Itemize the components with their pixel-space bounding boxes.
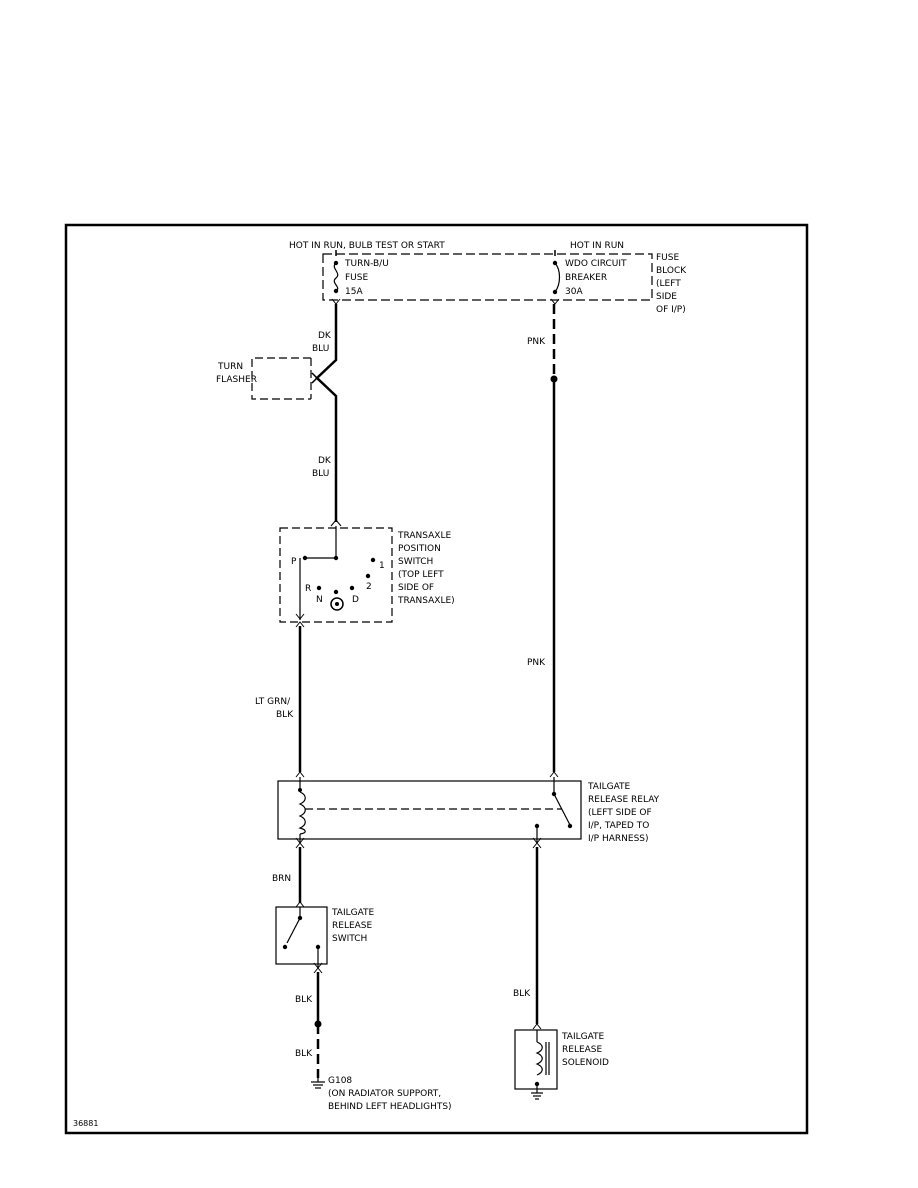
wire-blk-ground: BLK BLK [295, 967, 323, 1078]
svg-text:DK: DK [318, 456, 332, 466]
wire-lt-grn-blk: LT GRN/ BLK [255, 621, 305, 772]
wdo-circuit-breaker: WDO CIRCUIT BREAKER 30A [550, 259, 627, 305]
svg-text:POSITION: POSITION [398, 544, 441, 554]
svg-text:G108: G108 [328, 1076, 352, 1086]
svg-text:BRN: BRN [272, 874, 291, 884]
svg-text:OF I/P): OF I/P) [656, 305, 686, 315]
pos-n: N [316, 595, 323, 605]
svg-text:RELEASE RELAY: RELEASE RELAY [588, 795, 660, 805]
svg-text:BREAKER: BREAKER [565, 273, 607, 283]
svg-text:SIDE OF: SIDE OF [398, 583, 434, 593]
svg-text:PNK: PNK [527, 658, 546, 668]
svg-text:BLU: BLU [312, 469, 329, 479]
svg-text:TAILGATE: TAILGATE [561, 1032, 605, 1042]
svg-text:SIDE: SIDE [656, 292, 677, 302]
svg-text:30A: 30A [565, 287, 583, 297]
figure-id: 36881 [73, 1119, 98, 1128]
fuse-block-label: FUSE BLOCK (LEFT SIDE OF I/P) [656, 253, 687, 315]
wire-dk-blu: DK BLU DK BLU [312, 304, 338, 522]
svg-text:BLU: BLU [312, 344, 329, 354]
svg-text:(LEFT: (LEFT [656, 279, 681, 289]
svg-text:BLK: BLK [276, 710, 294, 720]
svg-text:TRANSAXLE): TRANSAXLE) [397, 596, 455, 606]
transaxle-position-switch: P R N D 2 1 TRANSAXLE POSITION SWITCH (T… [279, 519, 455, 623]
diagram-frame [64, 223, 809, 1135]
svg-text:TAILGATE: TAILGATE [587, 782, 631, 792]
svg-text:DK: DK [318, 331, 332, 341]
svg-text:(ON RADIATOR SUPPORT,: (ON RADIATOR SUPPORT, [328, 1089, 441, 1099]
svg-text:I/P, TAPED TO: I/P, TAPED TO [588, 821, 649, 831]
svg-text:BLK: BLK [295, 995, 313, 1005]
svg-text:TAILGATE: TAILGATE [331, 908, 375, 918]
svg-text:BLK: BLK [513, 989, 531, 999]
svg-text:SOLENOID: SOLENOID [562, 1058, 609, 1068]
svg-text:LT GRN/: LT GRN/ [255, 697, 291, 707]
selector-pivot [330, 597, 344, 611]
pos-1: 1 [379, 561, 385, 571]
wire-brn: BRN [272, 842, 305, 903]
turn-flasher: TURN FLASHER [216, 357, 323, 400]
svg-text:WDO CIRCUIT: WDO CIRCUIT [565, 259, 627, 269]
svg-text:FUSE: FUSE [345, 273, 368, 283]
hot-label-left: HOT IN RUN, BULB TEST OR START [289, 241, 445, 251]
svg-text:BEHIND LEFT HEADLIGHTS): BEHIND LEFT HEADLIGHTS) [328, 1102, 452, 1112]
pos-d: D [352, 595, 359, 605]
ground-g108: G108 (ON RADIATOR SUPPORT, BEHIND LEFT H… [311, 1076, 452, 1112]
fuse-block: HOT IN RUN, BULB TEST OR START HOT IN RU… [289, 241, 687, 315]
svg-text:BLOCK: BLOCK [656, 266, 687, 276]
wire-pnk: PNK PNK [527, 304, 558, 772]
svg-text:SWITCH: SWITCH [398, 557, 433, 567]
svg-text:(LEFT SIDE OF: (LEFT SIDE OF [588, 808, 652, 818]
svg-text:FUSE: FUSE [656, 253, 679, 263]
svg-text:RELEASE: RELEASE [562, 1045, 603, 1055]
pos-p: P [291, 557, 297, 567]
tailgate-release-solenoid: TAILGATE RELEASE SOLENOID [514, 1023, 609, 1100]
svg-text:FLASHER: FLASHER [216, 375, 257, 385]
svg-text:TURN-B/U: TURN-B/U [344, 259, 389, 269]
svg-text:TRANSAXLE: TRANSAXLE [397, 531, 451, 541]
wire-blk-solenoid: BLK [513, 842, 542, 1024]
pos-2: 2 [366, 582, 372, 592]
svg-text:I/P HARNESS): I/P HARNESS) [588, 834, 649, 844]
svg-text:TURN: TURN [217, 362, 243, 372]
pos-r: R [305, 584, 311, 594]
fuse-block-outline [322, 253, 653, 301]
turn-bu-fuse: TURN-B/U FUSE 15A [331, 259, 389, 305]
tailgate-release-switch: TAILGATE RELEASE SWITCH [275, 901, 375, 969]
svg-text:SWITCH: SWITCH [332, 934, 367, 944]
svg-text:PNK: PNK [527, 337, 546, 347]
svg-text:RELEASE: RELEASE [332, 921, 373, 931]
hot-label-right: HOT IN RUN [570, 241, 624, 251]
tailgate-release-relay: TAILGATE RELEASE RELAY (LEFT SIDE OF I/P… [277, 771, 660, 844]
svg-text:15A: 15A [345, 287, 363, 297]
svg-text:BLK: BLK [295, 1049, 313, 1059]
svg-text:(TOP LEFT: (TOP LEFT [398, 570, 444, 580]
